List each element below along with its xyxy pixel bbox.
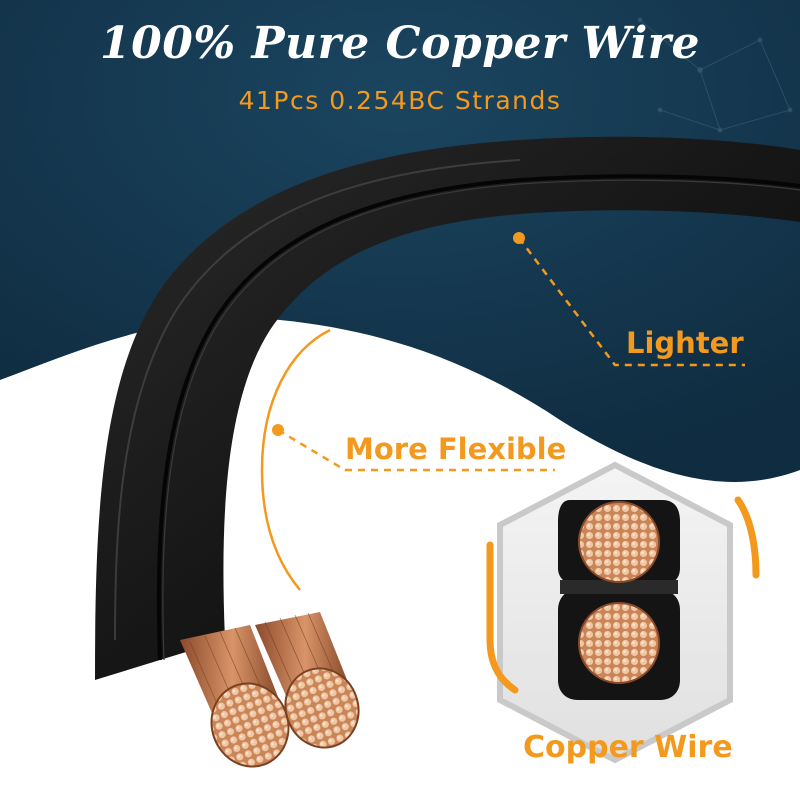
leader-lines <box>277 237 745 472</box>
callout-copper-wire: Copper Wire <box>523 730 733 765</box>
navy-background <box>0 0 800 482</box>
cross-section-hexagon <box>486 461 760 764</box>
cable-body <box>95 136 800 681</box>
lighter-dot <box>513 232 525 244</box>
copper-strands <box>180 612 360 768</box>
flexible-dot <box>272 424 284 436</box>
callout-lighter: Lighter <box>626 326 744 360</box>
network-pattern <box>637 17 793 133</box>
flex-arc <box>260 328 331 591</box>
callout-flexible: More Flexible <box>345 432 567 466</box>
headline-title: 100% Pure Copper Wire <box>100 18 700 69</box>
cable-groove <box>156 174 800 661</box>
headline-subtitle: 41Pcs 0.254BC Strands <box>238 86 562 115</box>
